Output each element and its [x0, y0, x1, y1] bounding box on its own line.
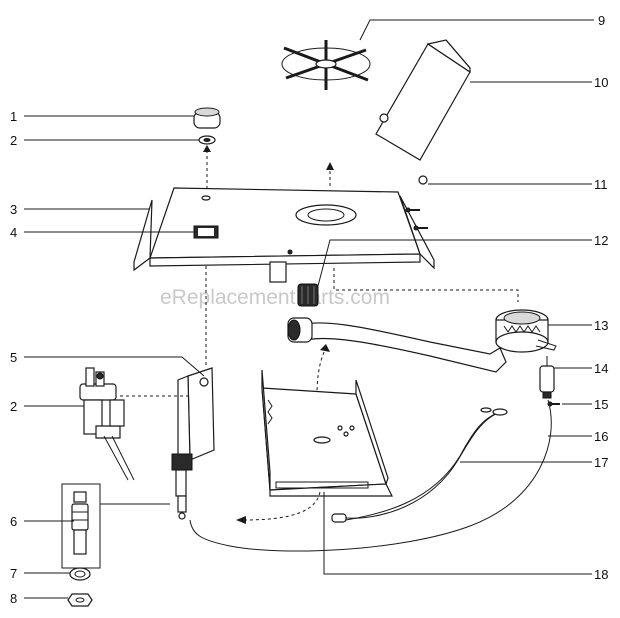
part-5-bracket [177, 367, 215, 472]
callout-6: 6 [10, 514, 17, 529]
part-18-tray [261, 369, 393, 497]
part-6-electrode [71, 491, 89, 555]
part-2-valve-assembly [79, 367, 135, 481]
part-7-ring [69, 567, 91, 581]
callout-12: 12 [594, 233, 608, 248]
part-4-switch [193, 225, 219, 239]
callout-17: 17 [594, 455, 608, 470]
callout-8: 8 [10, 591, 17, 606]
callout-16: 16 [594, 429, 608, 444]
callout-7: 7 [10, 566, 17, 581]
part-10-side-panel [375, 39, 471, 185]
callouts: 1 2 3 4 5 2 6 7 8 9 10 11 12 [10, 13, 608, 606]
callout-1: 1 [10, 109, 17, 124]
igniter-stem [171, 453, 193, 520]
watermark: eReplacementParts.com [160, 286, 390, 309]
callout-11: 11 [594, 177, 608, 192]
part-2-washer [198, 135, 216, 145]
callout-4: 4 [10, 225, 17, 240]
part-13-burner [287, 309, 557, 373]
part-8-nut [67, 593, 93, 607]
part-12-igniter-knob [269, 261, 319, 307]
part-1-knob [193, 107, 221, 129]
callout-10: 10 [594, 75, 608, 90]
callout-3: 3 [10, 202, 17, 217]
part-11-screws [405, 207, 428, 231]
callout-5: 5 [10, 350, 17, 365]
callout-13: 13 [594, 318, 608, 333]
part-3-burner-top [133, 187, 435, 272]
callout-2-lower: 2 [10, 399, 17, 414]
callout-14: 14 [594, 361, 608, 376]
callout-9: 9 [598, 13, 605, 28]
callout-15: 15 [594, 397, 608, 412]
part-17-igniter-wire [331, 407, 508, 523]
callout-18: 18 [594, 567, 608, 582]
part-9-grate [281, 40, 371, 90]
part-14-electrode [539, 356, 555, 399]
callout-2: 2 [10, 133, 17, 148]
